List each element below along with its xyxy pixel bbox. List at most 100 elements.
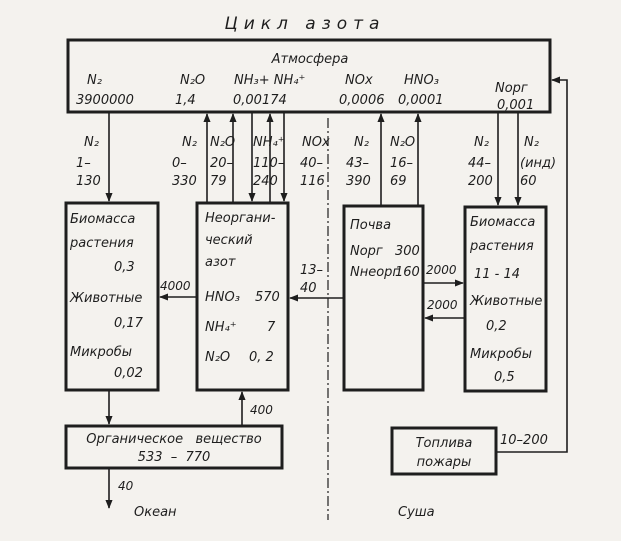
inorganic-hno3-formula: HNO₃ xyxy=(205,290,240,305)
atm-hno3-formula: HNO₃ xyxy=(404,73,439,88)
flow-n2o-land-value-line: 16– xyxy=(390,156,413,171)
land-bio-line-0: Биомасса xyxy=(470,215,535,230)
land-bio-line-3: Животные xyxy=(469,294,542,309)
inorganic-title-1: ческий xyxy=(205,233,253,248)
flow-n2-ind-formula: N₂ xyxy=(524,135,539,150)
soil-norg-formula: Nорг xyxy=(350,244,383,259)
atm-n2-formula: N₂ xyxy=(87,73,102,88)
region-ocean-label: Океан xyxy=(134,505,177,520)
flow-n2o-ocean-value: 20–79 xyxy=(210,156,233,189)
land-biomass-box xyxy=(463,205,548,393)
flow-organic-inorganic-label: 400 xyxy=(250,403,273,417)
land-bio-line-1: растения xyxy=(469,239,534,254)
flow-n2-fix-value: 1–130 xyxy=(76,156,101,189)
flow-n2-fix-formula: N₂ xyxy=(84,135,99,150)
flow-soil-ocean-label: 13–40 xyxy=(300,263,323,296)
ocean-bio-value-microbes: 0,02 xyxy=(114,366,143,381)
flow-fires-label: 10–200 xyxy=(500,433,548,448)
ocean-bio-value-animals: 0,17 xyxy=(114,316,144,331)
organic-title: Органическое вещество xyxy=(86,432,262,447)
flow-nh4-value-line: 110– xyxy=(253,156,284,171)
flow-n2-land-value-line: 390 xyxy=(346,174,371,189)
flow-n2-ind-value: (инд) 60 xyxy=(520,156,556,189)
atm-hno3-value: 0,0001 xyxy=(398,93,444,108)
atm-n2o-value: 1,4 xyxy=(175,93,196,108)
inorganic-nh4-value: 7 xyxy=(267,320,276,335)
inorganic-title-2: азот xyxy=(205,255,236,270)
flow-n2o-land-value-line: 69 xyxy=(390,174,407,189)
fuels-line-1: пожары xyxy=(417,455,472,470)
flow-nox-value-line: 116 xyxy=(300,174,325,189)
inorganic-n2o-value: 0, 2 xyxy=(249,350,274,365)
atm-nox-value: 0,0006 xyxy=(339,93,385,108)
flow-n2-land-value: 43–390 xyxy=(346,156,371,189)
flow-n2o-ocean-formula: N₂O xyxy=(210,135,235,150)
land-bio-line-5: Микробы xyxy=(470,347,532,362)
flow-nh4-value-line: 240 xyxy=(253,174,278,189)
inorganic-title-0: Неоргани- xyxy=(205,211,276,226)
atm-nh3-formula: NH₃+ NH₄⁺ xyxy=(234,73,305,88)
flow-soil-bio-label: 2000 xyxy=(426,263,457,277)
atm-n2o-formula: N₂O xyxy=(180,73,205,88)
ocean-bio-line-1: растения xyxy=(69,236,134,251)
atm-norg-formula: Nорг xyxy=(495,81,528,96)
ocean-bio-line-3: Животные xyxy=(69,291,142,306)
soil-nneorg-value: 160 xyxy=(395,265,420,280)
flow-n2o-ocean-value-line: 79 xyxy=(210,174,227,189)
flow-nox-formula: NOx xyxy=(302,135,330,150)
inorganic-n2o-formula: N₂O xyxy=(205,350,230,365)
atm-nh3-value: 0,00174 xyxy=(233,93,287,108)
flow-soil-ocean-label-line: 13– xyxy=(300,263,323,278)
flow-n2-fix-value-line: 1– xyxy=(76,156,91,171)
flow-n2-ocean-value-line: 0– xyxy=(172,156,187,171)
flow-n2o-land-formula: N₂O xyxy=(390,135,415,150)
inorganic-hno3-value: 570 xyxy=(255,290,280,305)
flow-n2-land-bio-formula: N₂ xyxy=(474,135,489,150)
flow-n2-land-value-line: 43– xyxy=(346,156,369,171)
flow-n2o-ocean-value-line: 20– xyxy=(210,156,233,171)
flow-n2o-land-value: 16–69 xyxy=(390,156,413,189)
flow-n2-ocean-formula: N₂ xyxy=(182,135,197,150)
ocean-bio-line-0: Биомасса xyxy=(70,212,135,227)
flow-n2-fix-value-line: 130 xyxy=(76,174,101,189)
flow-bio-soil-label: 2000 xyxy=(427,298,458,312)
flow-nh4-value: 110– 240 xyxy=(253,156,284,189)
arrow-fires-to-atmosphere xyxy=(496,76,568,453)
atm-nox-formula: NOx xyxy=(345,73,373,88)
fuels-fires-box xyxy=(390,426,498,476)
ocean-bio-value-plants: 0,3 xyxy=(114,260,135,275)
flow-n2-land-bio-value-line: 200 xyxy=(468,174,493,189)
flow-n2-land-bio-value-line: 44– xyxy=(468,156,491,171)
diagram-title: Цикл азота xyxy=(225,14,386,34)
ocean-bio-line-5: Микробы xyxy=(70,345,132,360)
flow-soil-ocean-label-line: 40 xyxy=(300,281,317,296)
organic-value: 533 – 770 xyxy=(138,450,211,465)
flow-n2-ocean-value-line: 330 xyxy=(172,174,197,189)
flow-sediment-label: 40 xyxy=(118,479,134,493)
atmosphere-label: Атмосфера xyxy=(271,52,349,67)
flow-n2-land-formula: N₂ xyxy=(354,135,369,150)
inorganic-nh4-formula: NH₄⁺ xyxy=(205,320,237,335)
flow-n2-ocean-value: 0–330 xyxy=(172,156,197,189)
soil-title: Почва xyxy=(350,218,391,233)
land-bio-value-microbes: 0,5 xyxy=(494,370,515,385)
flow-inorganic-biomass-label: 4000 xyxy=(160,279,191,293)
land-bio-value-plants: 11 - 14 xyxy=(474,267,520,282)
soil-norg-value: 300 xyxy=(395,244,420,259)
atmosphere-box xyxy=(66,38,552,114)
atm-norg-value: 0,001 xyxy=(497,98,534,113)
flow-n2-ind-value-line: 60 xyxy=(520,174,537,189)
flow-nh4-formula: NH₄⁺ xyxy=(253,135,285,150)
flow-n2-ind-value-line: (инд) xyxy=(520,156,556,171)
soil-box xyxy=(342,204,425,392)
ocean-biomass-box xyxy=(64,201,160,392)
organic-matter-box xyxy=(64,424,284,470)
atm-n2-value: 3900000 xyxy=(76,93,134,108)
soil-nneorg-formula: Nнеорг xyxy=(350,265,399,280)
flow-nox-value: 40–116 xyxy=(300,156,325,189)
region-land-label: Суша xyxy=(398,505,435,520)
flow-n2-land-bio-value: 44–200 xyxy=(468,156,493,189)
fuels-line-0: Топлива xyxy=(416,436,473,451)
